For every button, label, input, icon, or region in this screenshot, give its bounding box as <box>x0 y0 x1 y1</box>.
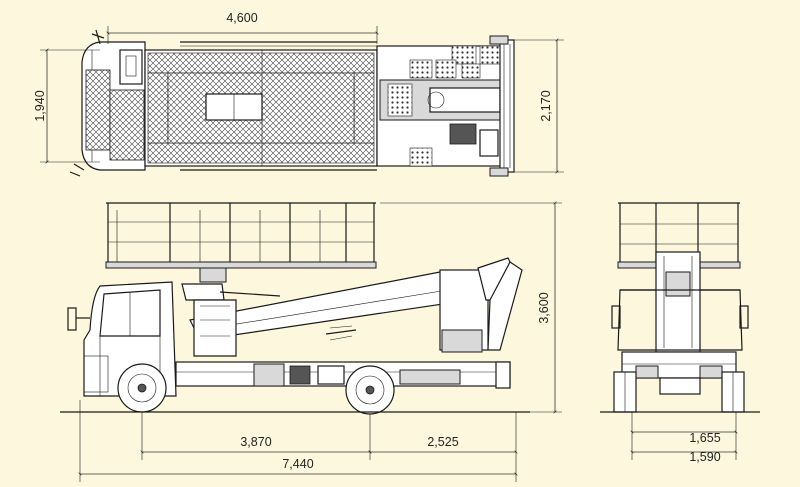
dim-side-height: 3,600 <box>537 292 551 323</box>
top-dimensions <box>40 26 564 172</box>
rear-view <box>600 202 760 413</box>
dim-wheelbase: 3,870 <box>240 435 271 449</box>
side-dimensions <box>80 203 562 482</box>
side-view <box>60 202 530 415</box>
dim-top-width-right: 2,170 <box>539 90 553 121</box>
dim-rear-track-2: 1,590 <box>689 450 720 464</box>
top-view <box>69 29 515 177</box>
dim-rear-track-1: 1,655 <box>689 431 720 445</box>
dim-top-width-left: 1,940 <box>33 90 47 121</box>
dim-rear-overhang: 2,525 <box>427 435 458 449</box>
rear-dimensions <box>632 412 736 460</box>
dim-top-length: 4,600 <box>226 11 257 25</box>
dim-overall-length: 7,440 <box>282 457 313 471</box>
